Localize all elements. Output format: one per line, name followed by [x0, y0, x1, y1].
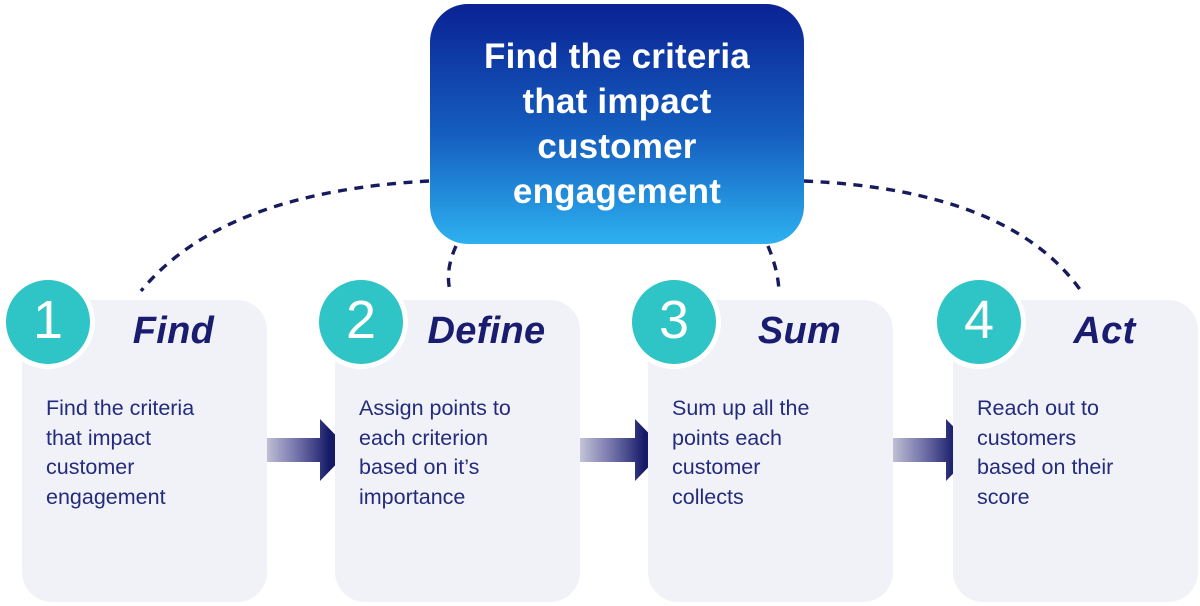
step-number-badge: 2	[314, 275, 408, 369]
step-card-act: 4 Act Reach out to customers based on th…	[932, 275, 1198, 602]
step-description: Assign points to each criterion based on…	[359, 396, 511, 509]
step-card-find: 1 Find Find the criteria that impact cus…	[1, 275, 267, 602]
header-box: Find the criteria that impact customer e…	[430, 4, 804, 244]
step-card-define: 2 Define Assign points to each criterion…	[314, 275, 580, 602]
step-title: Sum	[757, 310, 842, 352]
step-number-badge: 1	[1, 275, 95, 369]
connector-line-step3	[766, 245, 781, 292]
step-number-badge: 3	[627, 275, 721, 369]
step-description: Find the criteria that impact customer e…	[46, 396, 195, 509]
step-card-sum: 3 Sum Sum up all the points each custome…	[627, 275, 893, 602]
connector-line-step1	[139, 179, 430, 293]
connector-line-step2	[446, 245, 458, 292]
step-number-badge: 4	[932, 275, 1026, 369]
step-title: Act	[1073, 310, 1136, 352]
step-number: 3	[658, 290, 690, 350]
step-title: Find	[132, 310, 215, 352]
step-number: 4	[963, 290, 995, 350]
connector-line-step4	[803, 179, 1083, 292]
step-number: 1	[32, 290, 64, 350]
step-description: Sum up all the points each customer coll…	[672, 396, 810, 509]
step-number: 2	[345, 290, 377, 350]
step-title: Define	[427, 310, 546, 352]
header-box-text: Find the criteria that impact customer e…	[484, 37, 750, 211]
step-description: Reach out to customers based on their sc…	[977, 396, 1114, 509]
